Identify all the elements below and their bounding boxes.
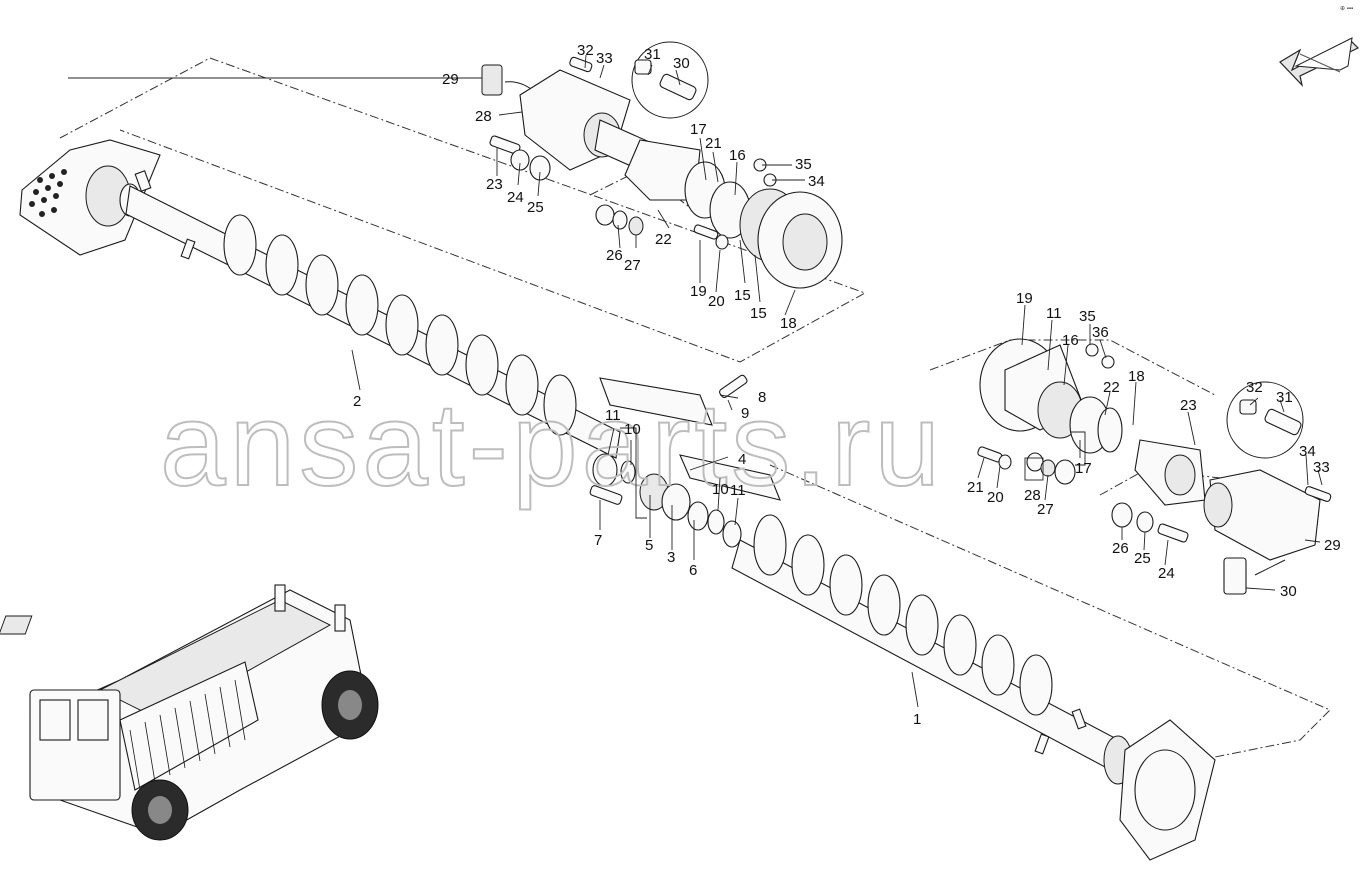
watermark-text: ansat-parts.ru <box>160 379 944 511</box>
callout-20-upper: 19 <box>690 283 707 300</box>
corner-mark: ⊕ ▪▪▪ <box>1340 6 1353 12</box>
callout-26-lower: 26 <box>1112 540 1129 557</box>
callout-9: 9 <box>741 405 749 422</box>
auger-flights-lower <box>753 514 1053 716</box>
callout-25-lower: 25 <box>1134 550 1151 567</box>
callout-6: 6 <box>689 562 697 579</box>
callout-4: 4 <box>738 451 746 468</box>
callout-10-right: 10 <box>712 481 729 498</box>
callout-30-lower: 30 <box>1280 583 1297 600</box>
callout-33-upper: 32 <box>577 42 594 59</box>
callout-11-right: 11 <box>730 482 746 499</box>
callout-28-lower: 28 <box>1024 487 1041 504</box>
callout-22-lower: 22 <box>1103 379 1120 396</box>
callout-29-lower: 29 <box>1324 537 1341 554</box>
callout-17-lower: 17 <box>1075 460 1092 477</box>
callout-17-upper: 16 <box>729 147 746 164</box>
auger-flights-upper <box>223 214 577 436</box>
callout-27-lower: 27 <box>1037 501 1054 518</box>
callout-1: 1 <box>913 711 921 728</box>
callout-32-upper: 31 <box>644 46 661 63</box>
callout-2: 2 <box>353 393 361 410</box>
callout-24-lower: 24 <box>1158 565 1175 582</box>
callout-11-left: 11 <box>605 407 621 424</box>
callout-labels: 1 2 3 4 5 6 7 8 9 10 10 11 11 15 11 15 1… <box>353 42 1341 728</box>
callout-35-lower: 35 <box>1079 308 1096 325</box>
callout-24-upper: 23 <box>486 176 503 193</box>
machine-overview-icon <box>0 584 379 841</box>
callout-21-lower: 21 <box>967 479 984 496</box>
upper-drive-assembly <box>481 41 843 289</box>
callout-20-lower: 20 <box>987 489 1004 506</box>
callout-3: 3 <box>667 549 675 566</box>
callout-18-upper: 17 <box>690 121 707 138</box>
callout-19-upper: 18 <box>780 315 797 332</box>
mounting-plate-holes <box>29 169 67 217</box>
direction-arrow-icon <box>1279 37 1360 87</box>
callout-7: 7 <box>594 532 602 549</box>
callout-8: 8 <box>758 389 766 406</box>
callout-28-upper: 27 <box>624 257 641 274</box>
callout-23-upper: 22 <box>655 231 672 248</box>
callout-18-lower: 18 <box>1128 368 1145 385</box>
leader-lines <box>68 54 1323 708</box>
callout-21-upper: 20 <box>708 293 725 310</box>
callout-36-upper: 35 <box>795 156 812 173</box>
auger-upper-left <box>19 139 621 459</box>
callout-16-lower: 16 <box>1062 332 1079 349</box>
callout-35-upper: 34 <box>808 173 825 190</box>
callout-5: 5 <box>645 537 653 554</box>
callout-29-upper: 28 <box>475 108 492 125</box>
callout-16-upper: 15 <box>734 287 751 304</box>
callout-19-lower: 19 <box>1016 290 1033 307</box>
lower-drive-assembly <box>977 338 1332 595</box>
callout-30-upper: 29 <box>442 71 459 88</box>
callout-36-lower: 36 <box>1092 324 1109 341</box>
callout-31-lower: 31 <box>1276 389 1293 406</box>
callout-31-upper: 30 <box>673 55 690 72</box>
callout-32-lower: 32 <box>1246 379 1263 396</box>
callout-26-upper: 25 <box>527 199 544 216</box>
callout-25-upper: 24 <box>507 189 524 206</box>
callout-34-upper: 33 <box>596 50 613 67</box>
callout-23-lower: 23 <box>1180 397 1197 414</box>
callout-33-lower: 33 <box>1313 459 1330 476</box>
callout-27-upper: 26 <box>606 247 623 264</box>
auger-lower-right <box>731 514 1216 861</box>
callout-22-upper: 21 <box>705 135 722 152</box>
callout-34-lower: 34 <box>1299 443 1316 460</box>
callout-10-center: 10 <box>624 421 641 438</box>
callout-15-lower: 11 <box>1046 305 1062 322</box>
callout-15-upper: 15 <box>750 305 767 322</box>
